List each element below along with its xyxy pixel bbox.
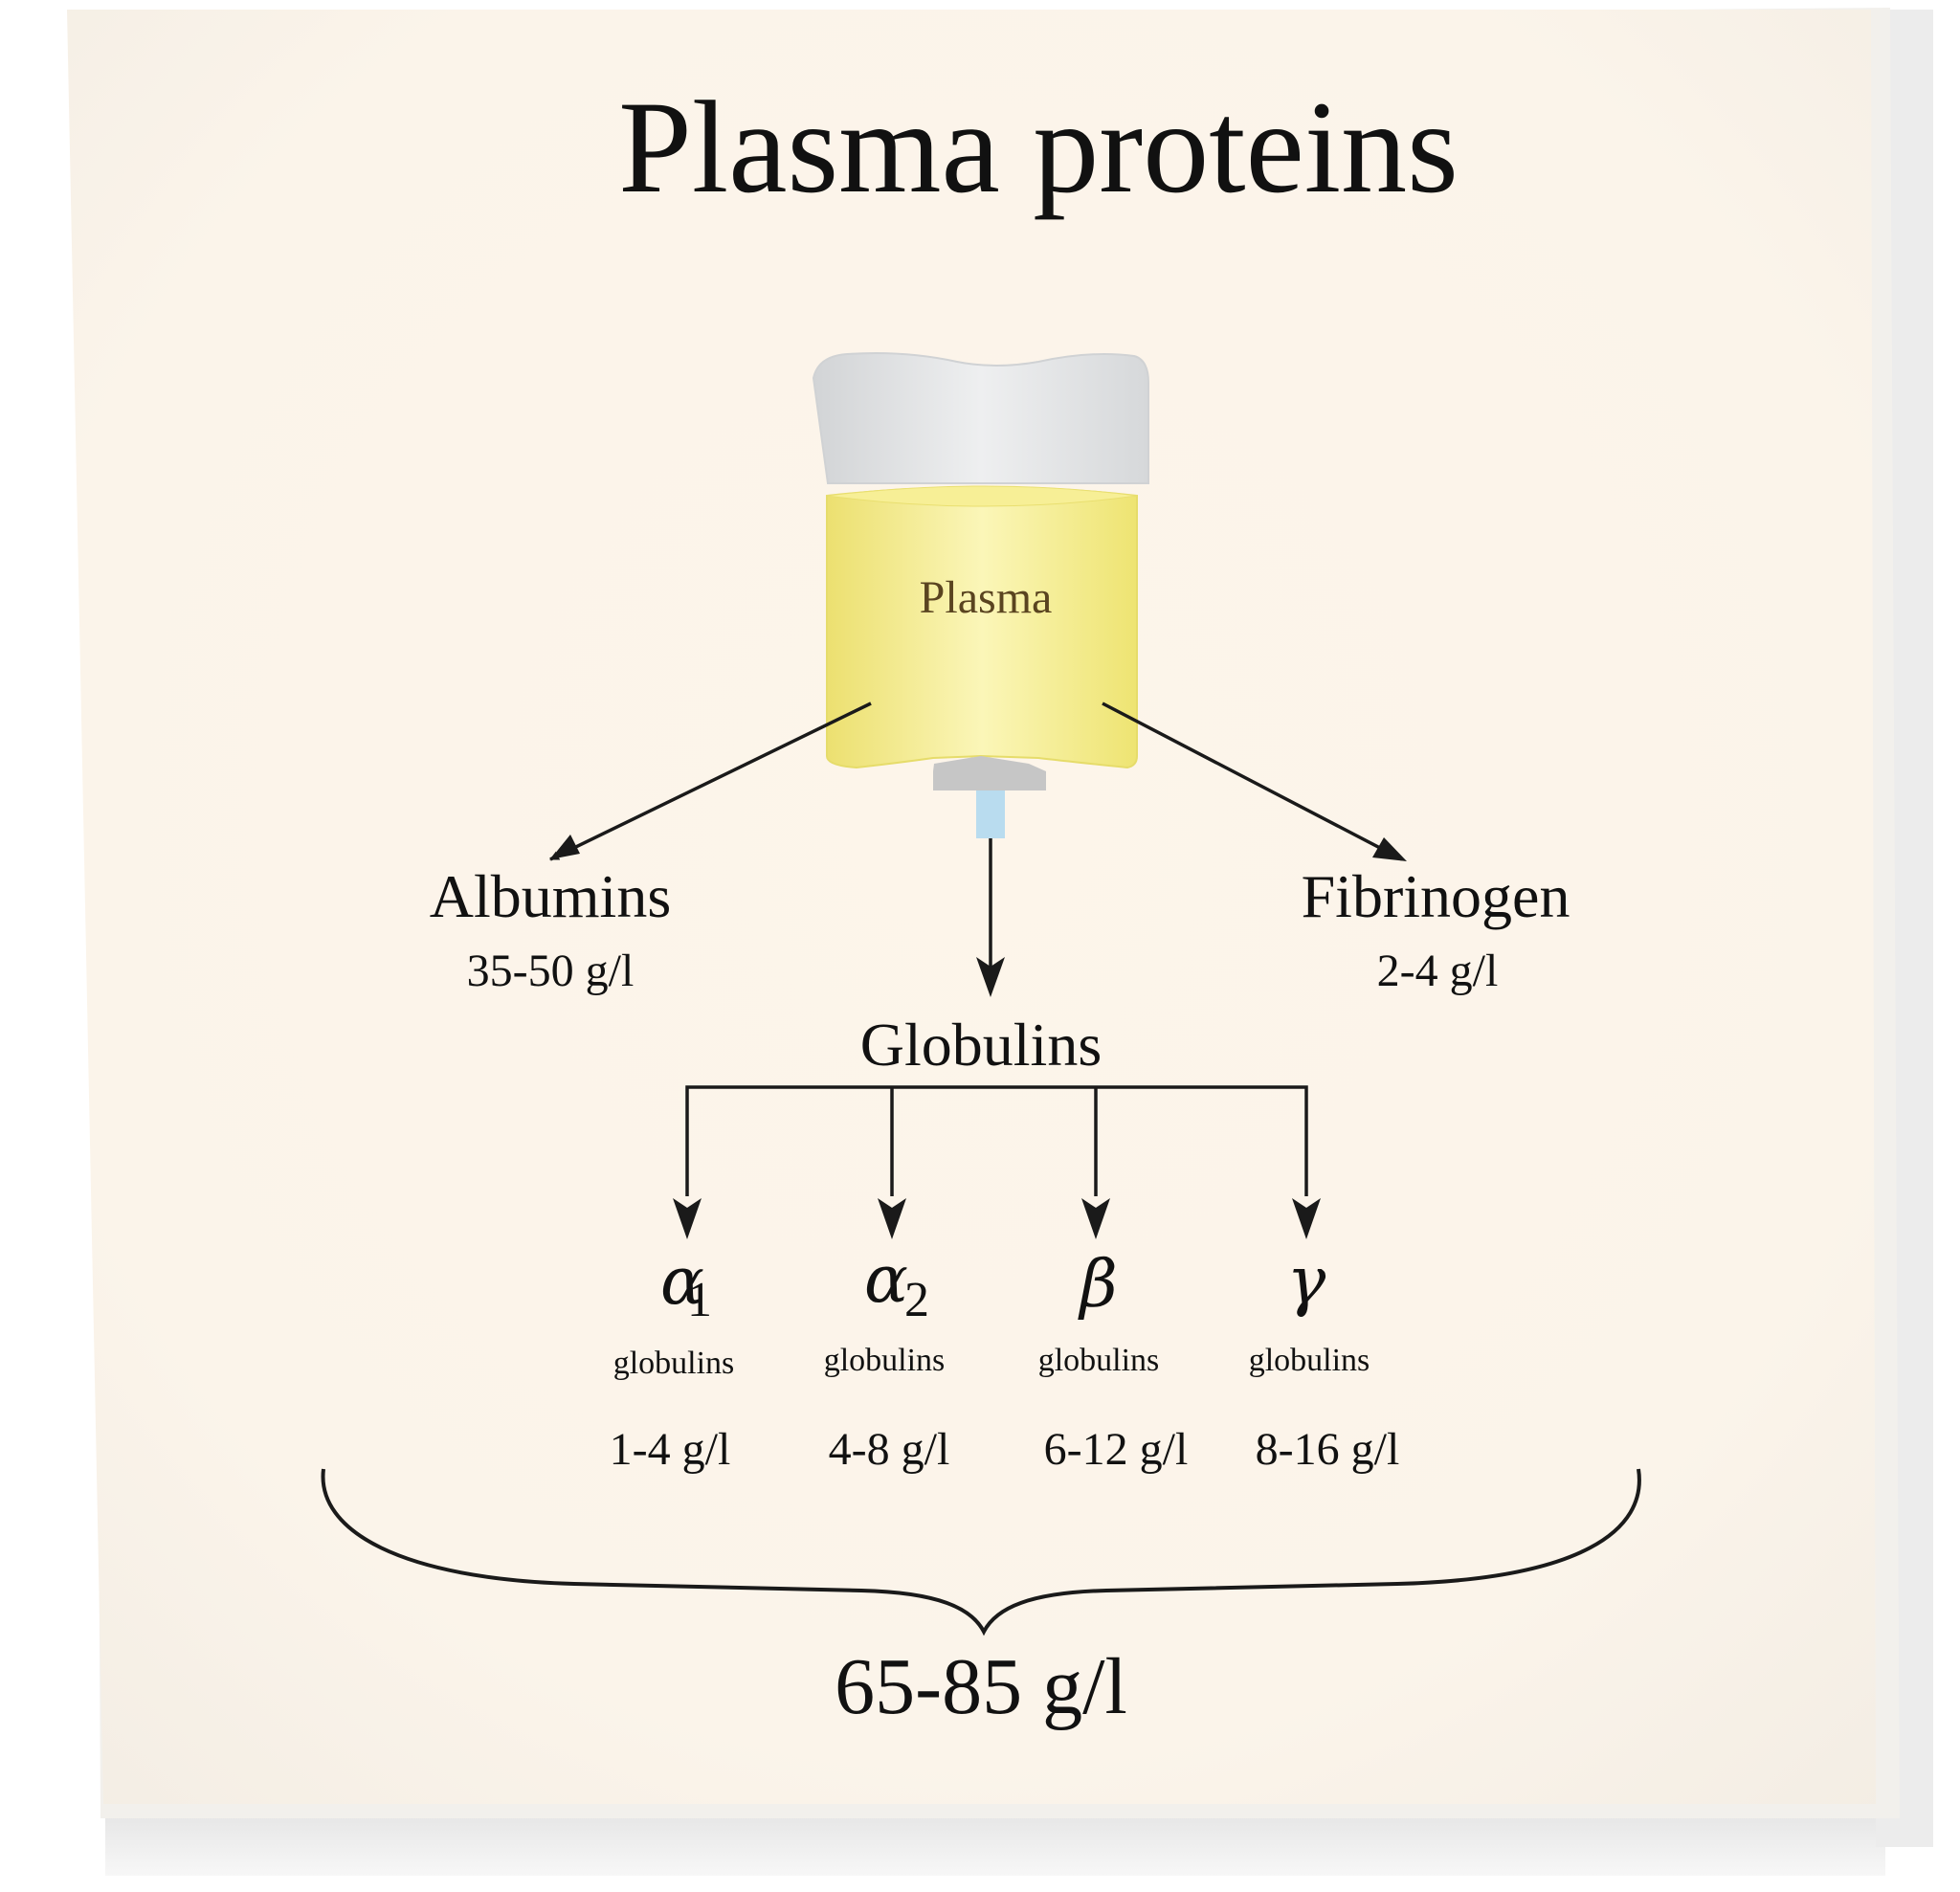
- bag-cap: [933, 756, 1046, 790]
- globulin-beta: β globulins 6-12 g/l: [1038, 1247, 1189, 1475]
- globulin-beta-symbol: β: [1077, 1247, 1117, 1323]
- globulin-alpha1-label: globulins: [613, 1346, 735, 1381]
- branch-arrow-alpha2-head: [878, 1198, 906, 1239]
- globulin-branch-bar: [685, 1085, 1308, 1196]
- globulin-alpha2-value: 4-8 g/l: [829, 1424, 950, 1475]
- globulin-alpha1-value: 1-4 g/l: [610, 1424, 731, 1475]
- globulin-alpha1-symbol: α: [660, 1244, 704, 1320]
- fibrinogen-value: 2-4 g/l: [1377, 946, 1499, 996]
- branch-arrow-alpha1-head: [673, 1198, 702, 1239]
- globulin-beta-label: globulins: [1038, 1343, 1160, 1378]
- globulin-gamma-value: 8-16 g/l: [1256, 1424, 1400, 1475]
- globulin-alpha2-label: globulins: [824, 1343, 946, 1378]
- globulin-alpha2-subscript: 2: [904, 1273, 929, 1327]
- globulin-alpha2: α 2 globulins 4-8 g/l: [824, 1242, 950, 1475]
- globulin-gamma-symbol: γ: [1287, 1244, 1326, 1320]
- albumins-value: 35-50 g/l: [467, 946, 635, 996]
- bag-top: [812, 352, 1149, 484]
- globulin-gamma: γ globulins 8-16 g/l: [1249, 1244, 1400, 1475]
- bag-liquid: [826, 486, 1138, 769]
- arrow-to-globulins-head: [976, 957, 1005, 997]
- globulin-alpha2-symbol: α: [864, 1242, 908, 1318]
- arrow-to-albumins-head: [550, 835, 580, 859]
- plasma-bag-icon: Plasma: [812, 352, 1149, 838]
- total-value: 65-85 g/l: [835, 1642, 1127, 1731]
- globulins-name: Globulins: [860, 1011, 1102, 1079]
- paper-sheet: [67, 10, 1876, 1804]
- globulin-gamma-label: globulins: [1249, 1343, 1370, 1378]
- albumins-name: Albumins: [430, 862, 671, 930]
- globulin-beta-value: 6-12 g/l: [1044, 1424, 1189, 1475]
- diagram-title: Plasma proteins: [618, 74, 1459, 220]
- bag-liquid-surface: [826, 485, 1138, 507]
- total-curly-brace: [321, 1468, 1641, 1636]
- plasma-label: Plasma: [920, 572, 1053, 623]
- globulin-alpha1-subscript: 1: [687, 1273, 712, 1327]
- globulin-alpha1: α 1 globulins 1-4 g/l: [610, 1244, 735, 1475]
- bag-tube: [976, 790, 1005, 838]
- branch-arrow-gamma-head: [1292, 1198, 1321, 1239]
- arrow-to-fibrinogen: [1102, 701, 1403, 861]
- branch-arrow-beta-head: [1081, 1198, 1110, 1239]
- arrow-to-albumins: [549, 701, 872, 861]
- arrow-to-fibrinogen-head: [1372, 837, 1407, 861]
- fibrinogen-name: Fibrinogen: [1302, 862, 1570, 930]
